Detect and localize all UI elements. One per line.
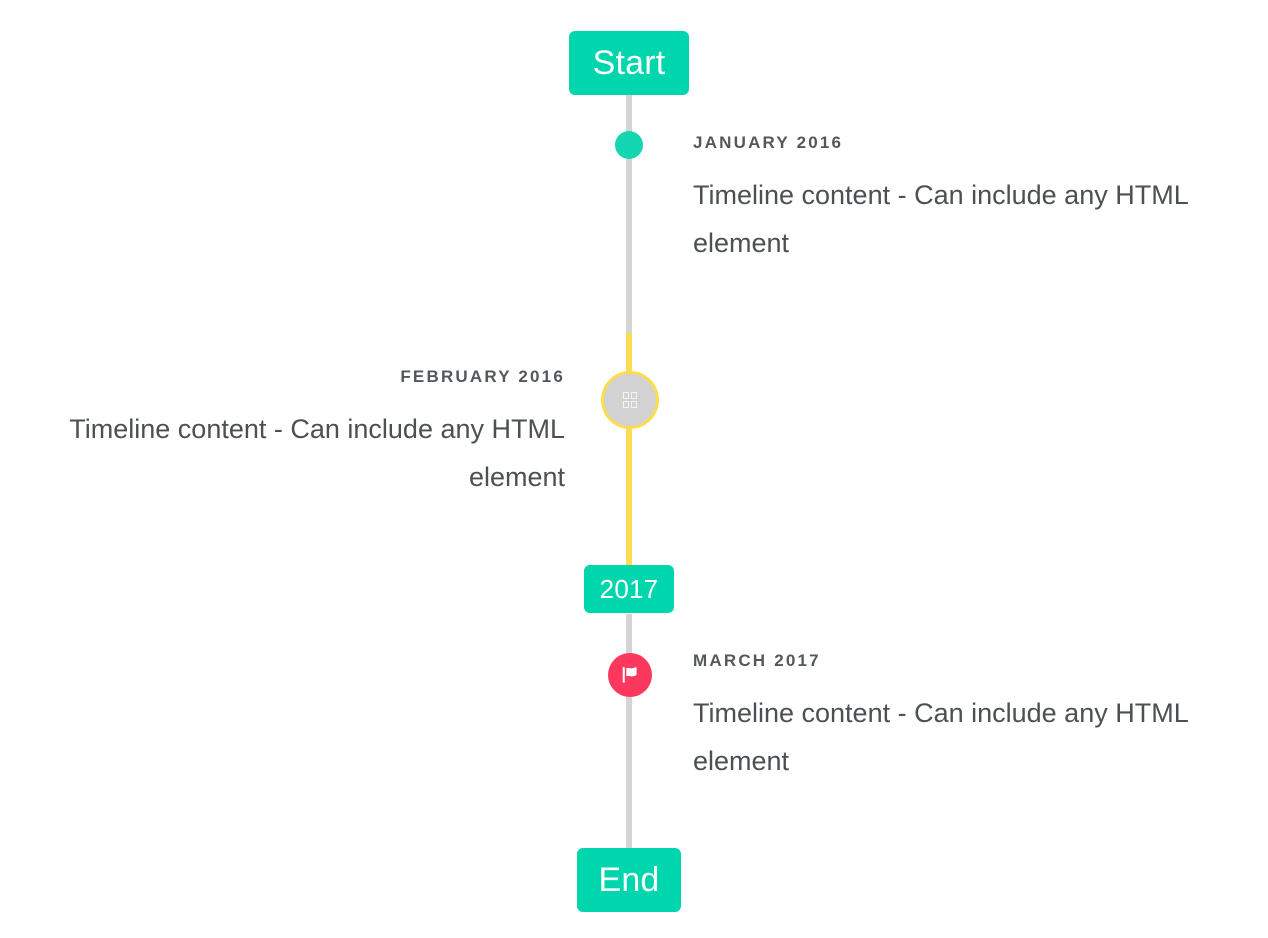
timeline-rail-lower: [626, 614, 632, 852]
timeline-entry-body: Timeline content - Can include any HTML …: [693, 179, 1188, 258]
ring-marker[interactable]: [601, 371, 659, 429]
timeline-end-badge[interactable]: End: [577, 848, 681, 912]
timeline-start-badge[interactable]: Start: [569, 31, 689, 95]
timeline-entry-january: January 2016 Timeline content - Can incl…: [693, 133, 1233, 267]
timeline-rail-upper: [626, 94, 632, 333]
missing-glyph-icon: [623, 392, 637, 408]
timeline-entry-date: February 2016: [400, 367, 565, 386]
timeline-entry-march: March 2017 Timeline content - Can includ…: [693, 651, 1233, 785]
timeline-entry-date: January 2016: [693, 133, 844, 152]
dot-marker[interactable]: [615, 131, 643, 159]
timeline-entry-date: March 2017: [693, 651, 821, 670]
timeline-rail-highlighted: [626, 333, 632, 565]
timeline-year-divider[interactable]: 2017: [584, 565, 674, 613]
timeline-entry-body: Timeline content - Can include any HTML …: [69, 413, 565, 492]
timeline-entry-body: Timeline content - Can include any HTML …: [693, 697, 1188, 776]
timeline-entry-february: February 2016 Timeline content - Can inc…: [40, 367, 565, 501]
flag-icon[interactable]: [608, 653, 652, 697]
